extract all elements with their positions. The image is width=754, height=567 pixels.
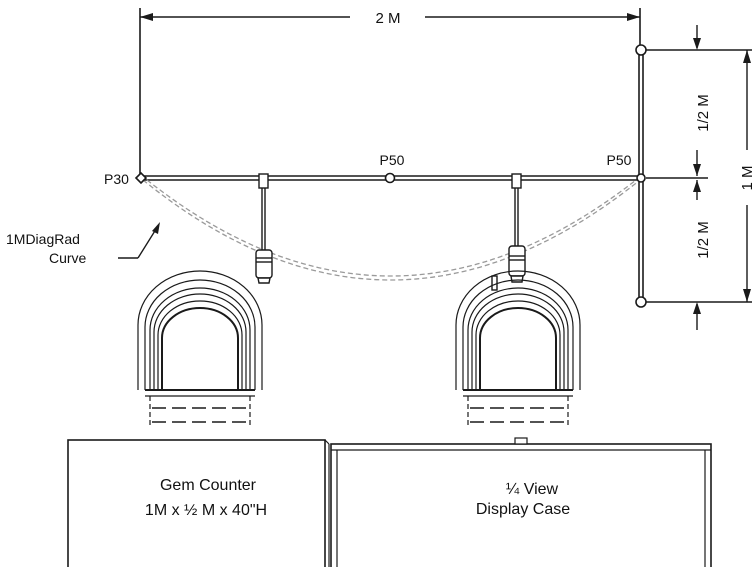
display-case-box [330,443,712,567]
gem-counter-title: Gem Counter [160,477,257,494]
top-width-label: 2 M [375,10,400,27]
p30-node[interactable] [134,171,148,185]
arch-left-ring6 [161,307,239,390]
p50-right-label: P50 [607,152,632,168]
upper-half-arrowhead-bottom [693,164,701,176]
arch-left-ring3 [149,287,251,390]
p50-mid-node[interactable] [384,172,396,184]
top-width-dimension [139,8,641,178]
right-bar-top-node[interactable] [635,44,647,56]
upper-half-arrowhead-top [693,38,701,50]
arch-right-ring5 [475,300,561,390]
right-dimension-arrows [693,38,751,314]
p50-mid-label: P50 [380,152,405,168]
p50-right-node[interactable] [636,173,646,183]
curve-inner [146,179,637,277]
arch-left-outer [137,270,263,390]
curve-leader [118,222,160,259]
arch-left[interactable] [137,270,263,428]
pendant-right-mount [511,173,522,189]
arch-left-ring4 [153,293,247,390]
pendant-right-clip [491,275,498,291]
curve-outer [142,179,641,281]
upper-half-label: 1/2 M [695,94,712,132]
arch-left-ring5 [157,300,243,390]
pendant-light-right[interactable] [491,173,526,291]
curve-label-line1: 1MDiagRad [6,231,80,247]
pendant-left-mount [258,173,269,189]
curve-label-line2: Curve [49,250,87,266]
arch-right-ring3 [467,287,569,390]
lower-half-arrowhead-top [693,180,701,192]
arch-right[interactable] [455,270,581,428]
track-nodes [134,44,647,308]
arch-right-outer [455,270,581,390]
curve-leader-arrow [152,222,160,234]
total-height-label: 1 M [739,165,754,190]
total-arrowhead-top [743,50,751,63]
display-case[interactable] [330,437,712,567]
pendant-left-cap [257,277,271,284]
arch-left-ring2 [144,279,256,390]
pendant-light-left[interactable] [255,173,273,284]
pendant-right-cap [510,275,524,283]
total-arrowhead-bottom [743,289,751,302]
display-case-latch [514,437,528,445]
display-case-title: Display Case [476,501,570,518]
arch-right-ring2 [462,279,574,390]
right-dimensions [646,25,752,330]
gem-counter[interactable] [67,439,330,567]
pendant-left-head [255,249,273,279]
lower-half-label: 1/2 M [695,221,712,259]
lower-half-arrowhead-bottom [693,302,701,314]
dim-arrow-right [627,13,640,21]
gem-counter-box [67,439,326,567]
arch-right-ring4 [471,293,565,390]
right-bar-bottom-node[interactable] [635,296,647,308]
gem-counter-size: 1M x ½ M x 40"H [145,502,267,519]
diag-rad-curve [142,179,641,281]
p30-label: P30 [104,171,129,187]
gem-counter-edge [324,439,330,445]
dim-arrow-left [140,13,153,21]
arch-right-ring6 [479,307,557,390]
display-case-view: ¼ View [506,481,559,498]
